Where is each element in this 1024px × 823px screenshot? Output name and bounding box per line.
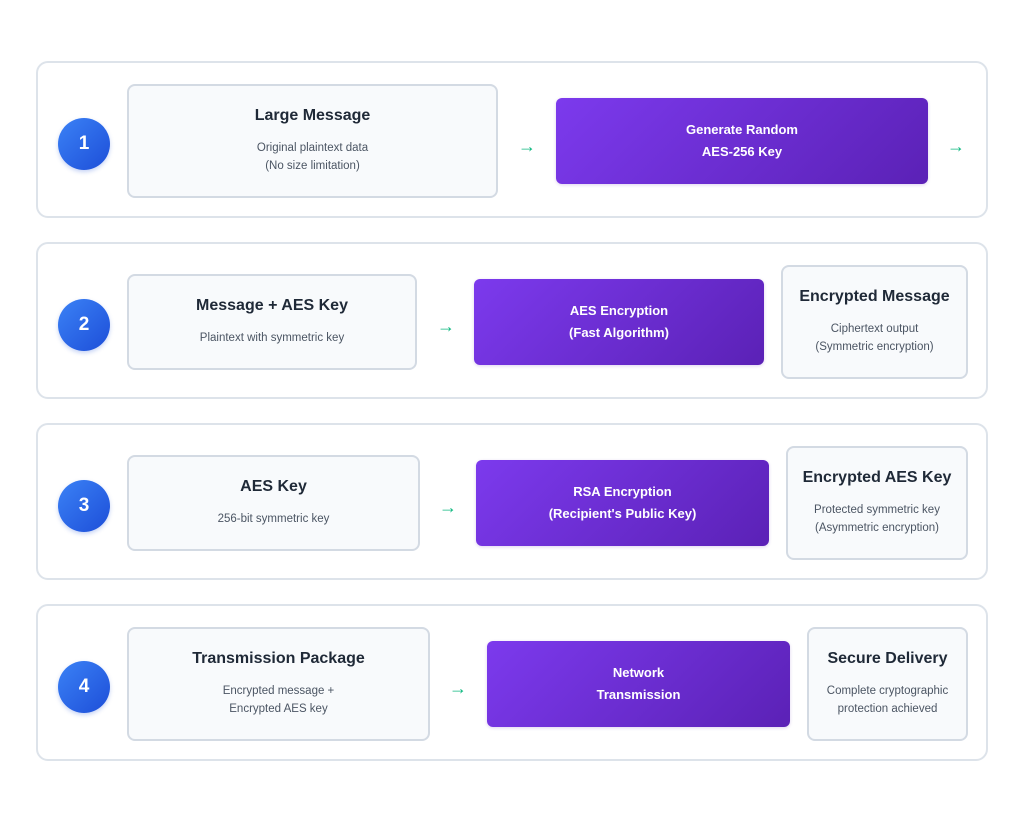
box-desc-line: Protected symmetric key — [814, 504, 940, 516]
arrow-right-icon: → — [518, 136, 536, 156]
box-desc-line: (No size limitation) — [265, 160, 360, 172]
input-box-aes-key: AES Key 256-bit symmetric key — [127, 455, 420, 551]
arrow-right-icon: → — [439, 497, 457, 517]
process-box-rsa-encryption: RSA Encryption (Recipient's Public Key) — [476, 460, 769, 546]
box-title: Secure Delivery — [827, 650, 948, 667]
box-title: Encrypted Message — [799, 288, 950, 305]
box-desc-line: Encrypted AES key — [229, 703, 328, 715]
process-box-generate-key: Generate Random AES-256 Key — [556, 98, 928, 184]
input-box-transmission-package: Transmission Package Encrypted message +… — [127, 627, 430, 741]
step-number-badge: 3 — [58, 480, 110, 532]
process-line: RSA Encryption — [573, 484, 672, 499]
box-desc-line: Original plaintext data — [256, 142, 369, 154]
step-row-4: 4 Transmission Package Encrypted message… — [36, 604, 988, 761]
input-box-large-message: Large Message Original plaintext data (N… — [127, 84, 498, 198]
process-box-network-transmission: Network Transmission — [487, 641, 790, 727]
box-desc-line: (Symmetric encryption) — [815, 341, 934, 353]
arrow-right-icon: → — [449, 678, 467, 698]
process-line: (Fast Algorithm) — [569, 325, 669, 340]
process-line: AES-256 Key — [701, 144, 783, 159]
process-line: Transmission — [596, 687, 681, 702]
process-line: Generate Random — [686, 122, 798, 137]
step-row-1: 1 Large Message Original plaintext data … — [36, 61, 988, 218]
arrow-right-icon: → — [437, 316, 455, 336]
box-desc-line: Complete cryptographic — [826, 685, 949, 697]
step-number-badge: 1 — [58, 118, 110, 170]
box-desc-line: 256-bit symmetric key — [217, 513, 330, 525]
process-line: (Recipient's Public Key) — [548, 506, 697, 521]
box-desc-line: protection achieved — [837, 703, 938, 715]
process-line: AES Encryption — [569, 303, 669, 318]
output-box-encrypted-aes-key: Encrypted AES Key Protected symmetric ke… — [786, 446, 968, 560]
input-box-message-aes-key: Message + AES Key Plaintext with symmetr… — [127, 274, 417, 370]
process-box-aes-encryption: AES Encryption (Fast Algorithm) — [474, 279, 764, 365]
box-title: Transmission Package — [192, 650, 365, 667]
arrow-right-icon: → — [947, 136, 965, 156]
output-box-secure-delivery: Secure Delivery Complete cryptographic p… — [807, 627, 968, 741]
box-title: AES Key — [240, 478, 307, 495]
box-desc-line: Ciphertext output — [830, 323, 919, 335]
step-row-3: 3 AES Key 256-bit symmetric key → RSA En… — [36, 423, 988, 580]
step-number-badge: 2 — [58, 299, 110, 351]
step-number-badge: 4 — [58, 661, 110, 713]
step-row-2: 2 Message + AES Key Plaintext with symme… — [36, 242, 988, 399]
box-desc-line: Plaintext with symmetric key — [199, 332, 345, 344]
box-title: Encrypted AES Key — [802, 469, 952, 486]
box-title: Large Message — [254, 107, 371, 124]
box-title: Message + AES Key — [196, 297, 348, 314]
process-line: Network — [612, 665, 665, 680]
box-desc-line: Encrypted message + — [222, 685, 335, 697]
box-desc-line: (Asymmetric encryption) — [815, 522, 939, 534]
output-box-encrypted-message: Encrypted Message Ciphertext output (Sym… — [781, 265, 968, 379]
